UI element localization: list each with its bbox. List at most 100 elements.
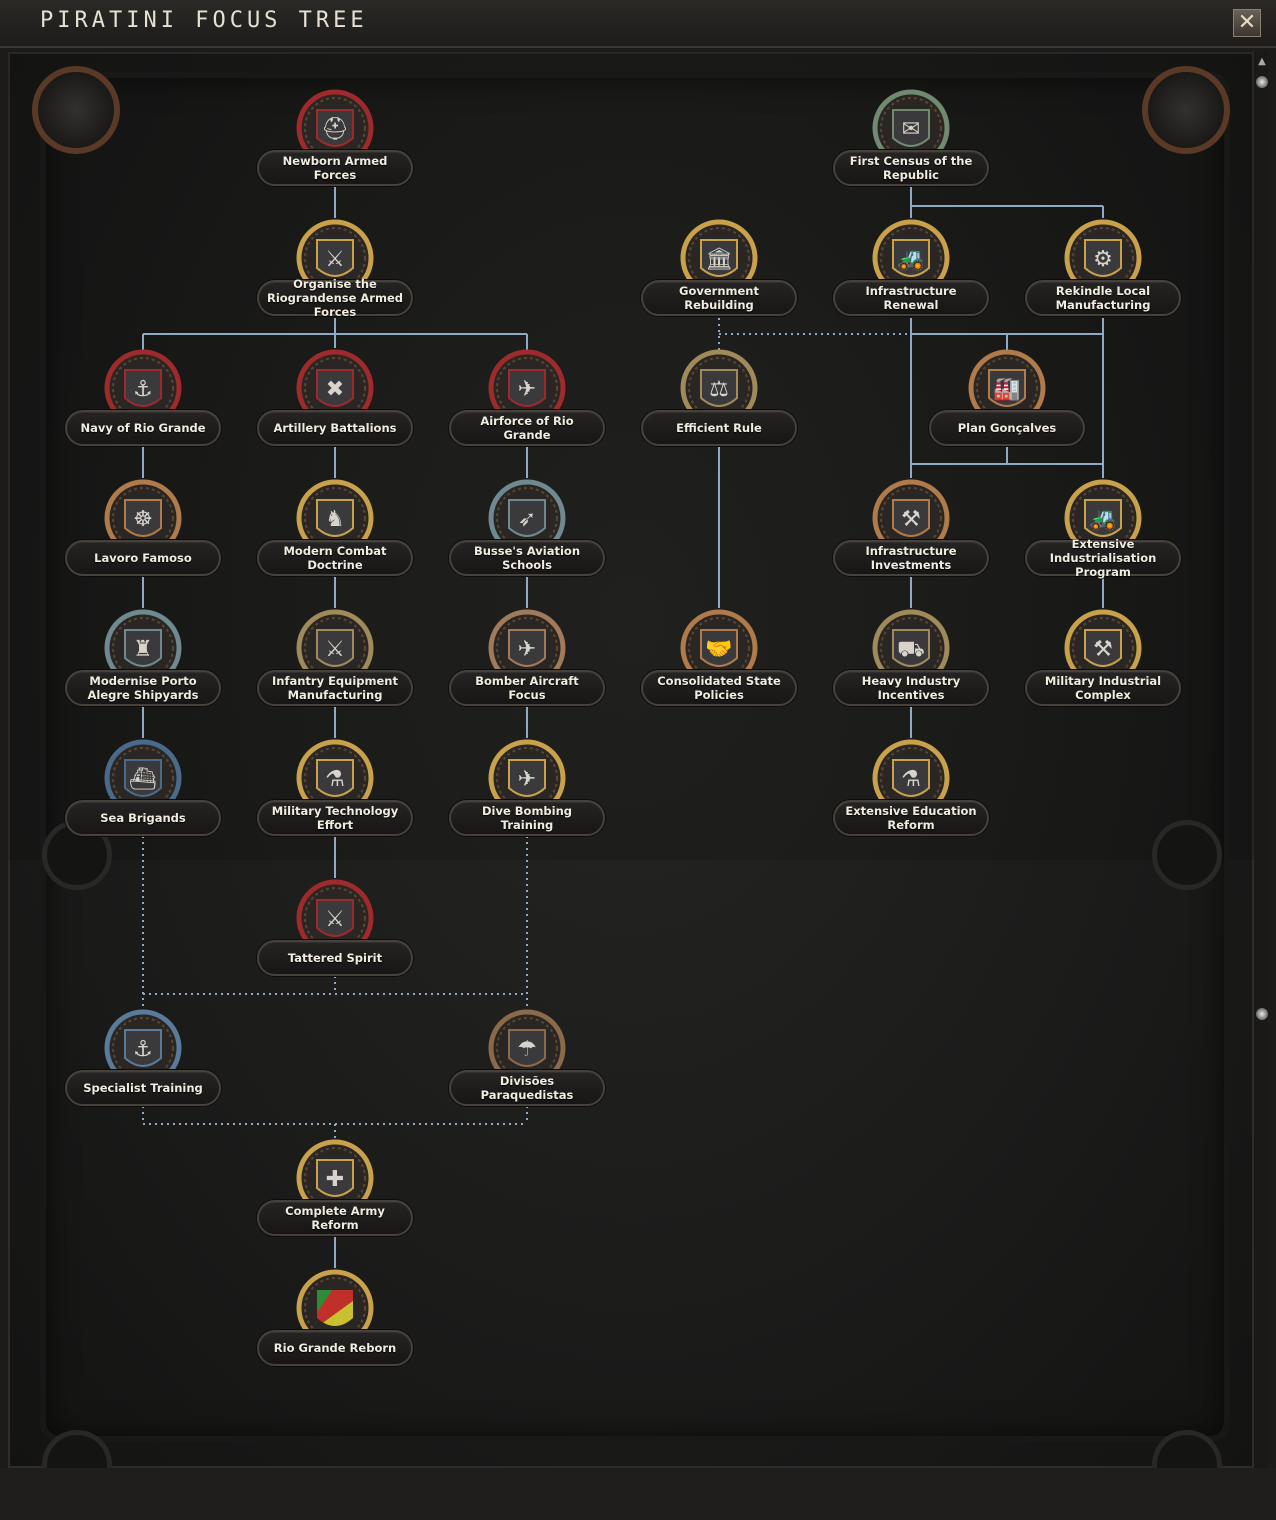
ships-wheel-icon: ☸ — [103, 478, 183, 558]
focus-label: Dive Bombing Training — [449, 800, 605, 836]
focus-node-mil-industrial[interactable]: ⚒ Military Industrial Complex — [1023, 608, 1183, 718]
focus-label: Divisões Paraquedistas — [449, 1070, 605, 1106]
focus-label: First Census of the Republic — [833, 150, 989, 186]
focus-node-modern-combat[interactable]: ♞Modern Combat Doctrine — [255, 478, 415, 588]
svg-text:☸: ☸ — [133, 507, 153, 532]
focus-label: Military Technology Effort — [257, 800, 413, 836]
focus-node-census[interactable]: ✉First Census of the Republic — [831, 88, 991, 198]
focus-label: Complete Army Reform — [257, 1200, 413, 1236]
svg-text:⚒: ⚒ — [1093, 637, 1113, 662]
svg-text:⚓: ⚓ — [133, 377, 153, 402]
svg-text:✈: ✈ — [518, 767, 536, 792]
soldiers-icon: ⚔ — [295, 218, 375, 298]
focus-node-sea-brigands[interactable]: ⛴Sea Brigands — [63, 738, 223, 848]
svg-text:⚖: ⚖ — [709, 377, 729, 402]
svg-text:⛑: ⛑ — [321, 117, 349, 142]
helmet-icon: ⛑ — [295, 88, 375, 168]
focus-node-efficient[interactable]: ⚖Efficient Rule — [639, 348, 799, 458]
submarine-icon: ⛴ — [103, 738, 183, 818]
focus-node-mil-tech[interactable]: ⚗ Military Technology Effort — [255, 738, 415, 848]
svg-text:➶: ➶ — [518, 507, 536, 532]
focus-node-newborn[interactable]: ⛑ Newborn Armed Forces — [255, 88, 415, 198]
focus-node-organise[interactable]: ⚔ Organise the Riograndense Armed Forces — [255, 218, 415, 328]
bottom-bar — [0, 1468, 1276, 1520]
focus-node-heavy-industry[interactable]: ⛟Heavy Industry Incentives — [831, 608, 991, 718]
focus-node-paraquedistas[interactable]: ☂Divisões Paraquedistas — [447, 1008, 607, 1118]
focus-label: Military Industrial Complex — [1025, 670, 1181, 706]
svg-text:⚓: ⚓ — [133, 1037, 153, 1062]
focus-label: Infrastructure Investments — [833, 540, 989, 576]
svg-text:✈: ✈ — [518, 377, 536, 402]
svg-text:⚒: ⚒ — [901, 507, 921, 532]
focus-label: Navy of Rio Grande — [65, 410, 221, 446]
focus-node-dive-bombing[interactable]: ✈ Dive Bombing Training — [447, 738, 607, 848]
focus-label: Busse's Aviation Schools — [449, 540, 605, 576]
census-icon: ✉ — [871, 88, 951, 168]
focus-label: Infantry Equipment Manufacturing — [257, 670, 413, 706]
bomber-icon: ✈ — [487, 608, 567, 688]
focus-node-infantry-equip[interactable]: ⚔ Infantry Equipment Manufacturing — [255, 608, 415, 718]
focus-node-education[interactable]: ⚗Extensive Education Reform — [831, 738, 991, 848]
focus-label: Artillery Battalions — [257, 410, 413, 446]
focus-node-navy[interactable]: ⚓ Navy of Rio Grande — [63, 348, 223, 458]
svg-text:✈: ✈ — [518, 637, 536, 662]
focus-node-infra-renewal[interactable]: 🚜Infrastructure Renewal — [831, 218, 991, 328]
focus-label: Specialist Training — [65, 1070, 221, 1106]
window-title: Piratini Focus Tree — [40, 8, 368, 33]
scroll-up-icon[interactable]: ▲ — [1258, 56, 1266, 67]
focus-label: Bomber Aircraft Focus — [449, 670, 605, 706]
close-button[interactable]: ✕ — [1233, 9, 1261, 37]
title-bar: Piratini Focus Tree ✕ — [0, 0, 1276, 48]
svg-text:✚: ✚ — [326, 1167, 344, 1192]
focus-node-consolidated[interactable]: 🤝Consolidated State Policies — [639, 608, 799, 718]
laurel-wreath-icon — [32, 66, 120, 154]
focus-label: Rio Grande Reborn — [257, 1330, 413, 1366]
focus-node-busse[interactable]: ➶ Busse's Aviation Schools — [447, 478, 607, 588]
rifles-icon: ⚔ — [295, 608, 375, 688]
focus-label: Consolidated State Policies — [641, 670, 797, 706]
focus-node-artillery[interactable]: ✖ Artillery Battalions — [255, 348, 415, 458]
focus-node-ext-industrial[interactable]: 🚜Extensive Industrialisation Program — [1023, 478, 1183, 588]
shipyard-icon: ♜ — [103, 608, 183, 688]
scrollbar[interactable] — [1254, 52, 1268, 1468]
svg-text:✖: ✖ — [326, 377, 344, 402]
focus-label: Rekindle Local Manufacturing — [1025, 280, 1181, 316]
focus-node-army-reform[interactable]: ✚ Complete Army Reform — [255, 1138, 415, 1248]
focus-node-tattered[interactable]: ⚔Tattered Spirit — [255, 878, 415, 988]
scales-icon: ⚖ — [679, 348, 759, 428]
scroll-handle[interactable] — [1256, 1008, 1268, 1020]
focus-node-plan-goncalves[interactable]: 🏭Plan Gonçalves — [927, 348, 1087, 458]
svg-text:⛴: ⛴ — [129, 767, 157, 792]
focus-label: Lavoro Famoso — [65, 540, 221, 576]
close-icon: ✕ — [1237, 10, 1257, 35]
focus-node-bomber[interactable]: ✈ Bomber Aircraft Focus — [447, 608, 607, 718]
tank-icon: ⛟ — [871, 608, 951, 688]
svg-text:⚔: ⚔ — [325, 637, 345, 662]
svg-text:🏛: 🏛 — [705, 247, 733, 272]
focus-label: Government Rebuilding — [641, 280, 797, 316]
focus-node-rekindle[interactable]: ⚙Rekindle Local Manufacturing — [1023, 218, 1183, 328]
focus-node-infra-invest[interactable]: ⚒ Infrastructure Investments — [831, 478, 991, 588]
focus-label: Infrastructure Renewal — [833, 280, 989, 316]
dotted-lines — [142, 318, 911, 1138]
focus-label: Airforce of Rio Grande — [449, 410, 605, 446]
focus-node-porto-alegre[interactable]: ♜Modernise Porto Alegre Shipyards — [63, 608, 223, 718]
svg-text:⚗: ⚗ — [901, 767, 921, 792]
scroll-handle[interactable] — [1256, 76, 1268, 88]
svg-text:⚗: ⚗ — [325, 767, 345, 792]
focus-node-gov-rebuild[interactable]: 🏛 Government Rebuilding — [639, 218, 799, 328]
solid-lines — [142, 186, 1104, 1268]
focus-label: Tattered Spirit — [257, 940, 413, 976]
focus-node-airforce[interactable]: ✈ Airforce of Rio Grande — [447, 348, 607, 458]
focus-node-lavoro[interactable]: ☸ Lavoro Famoso — [63, 478, 223, 588]
focus-node-specialist[interactable]: ⚓ Specialist Training — [63, 1008, 223, 1118]
focus-label: Newborn Armed Forces — [257, 150, 413, 186]
focus-label: Organise the Riograndense Armed Forces — [257, 277, 413, 319]
focus-label: Modernise Porto Alegre Shipyards — [65, 670, 221, 706]
svg-text:⚔: ⚔ — [325, 247, 345, 272]
svg-text:♞: ♞ — [325, 507, 345, 532]
focus-node-rio-grande[interactable]: Rio Grande Reborn — [255, 1268, 415, 1378]
dive-bomber-icon: ✈ — [487, 738, 567, 818]
crossed-swords-icon: ⚔ — [295, 878, 375, 958]
